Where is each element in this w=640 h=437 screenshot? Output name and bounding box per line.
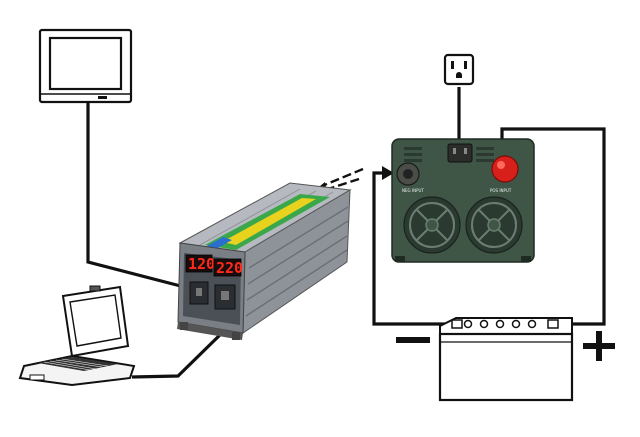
positive-terminal xyxy=(491,155,519,183)
laptop-cable xyxy=(131,328,227,379)
fan-icon xyxy=(465,196,523,254)
fan-icon xyxy=(403,196,461,254)
ac-inlet xyxy=(447,143,473,163)
laptop-icon xyxy=(18,285,136,387)
svg-text:POS INPUT: POS INPUT xyxy=(490,188,512,193)
display-left-text: 120 xyxy=(188,255,215,273)
power-outlet-icon xyxy=(443,53,475,86)
voltage-display-left: 120 xyxy=(185,254,215,273)
inverter-back-panel: NEG INPUT POS INPUT xyxy=(391,138,535,263)
battery-icon xyxy=(438,317,574,402)
svg-text:NEG INPUT: NEG INPUT xyxy=(402,188,424,193)
monitor-icon xyxy=(38,28,133,104)
polarity-symbols xyxy=(396,331,615,361)
negative-terminal xyxy=(396,162,420,186)
display-right-text: 220 xyxy=(216,259,243,277)
battery-terminals xyxy=(451,319,559,329)
plus-symbol xyxy=(583,331,615,361)
voltage-display-right: 220 xyxy=(213,258,243,277)
minus-symbol xyxy=(396,337,430,343)
arrow-to-left-connector xyxy=(382,166,394,180)
monitor-cable xyxy=(86,100,197,292)
power-inverter: 120 220 xyxy=(177,182,352,340)
